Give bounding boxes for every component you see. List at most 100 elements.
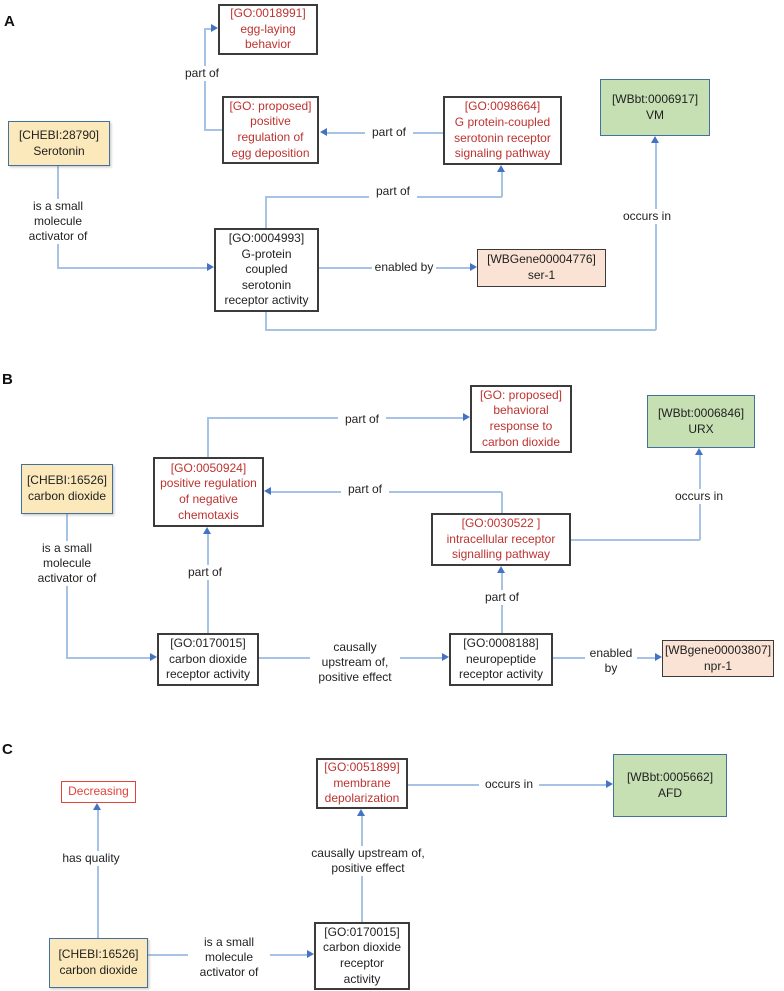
node-id: [GO: proposed] (229, 98, 312, 113)
arrowhead-icon (93, 803, 101, 810)
arrowhead-icon (211, 24, 218, 32)
connector-line (265, 312, 267, 330)
node-id: [GO:0170015] (170, 636, 246, 651)
node-name: G protein-coupled serotonin receptor sig… (454, 114, 551, 161)
node-go-0018991-egg-laying-behavior: [GO:0018991] egg-laying behavior (218, 4, 318, 55)
node-chebi-16526-carbon-dioxide: [CHEBI:16526] carbon dioxide (21, 464, 113, 514)
edge-label-part-of: part of (365, 125, 413, 140)
arrowhead-icon (470, 263, 477, 271)
node-name: Serotonin (33, 143, 85, 158)
node-name: AFD (658, 785, 682, 800)
arrowhead-icon (207, 263, 214, 271)
node-chebi-16526-carbon-dioxide: [CHEBI:16526] carbon dioxide (49, 938, 148, 988)
node-chebi-28790-serotonin: [CHEBI:28790] Serotonin (8, 121, 110, 166)
node-name: behavioral response to carbon dioxide (481, 403, 561, 449)
node-name: npr-1 (703, 658, 732, 673)
node-go-0170015-co2-receptor-activity: [GO:0170015] carbon dioxide receptor act… (157, 633, 259, 686)
edge-label-has-quality: has quality (58, 851, 124, 866)
edge-label-occurs-in: occurs in (617, 209, 677, 224)
node-id: [WBgene00003807] (664, 642, 772, 657)
node-name: positive regulation of negative chemotax… (160, 476, 257, 522)
node-id: [CHEBI:16526] (58, 947, 139, 962)
edge-label-part-of: part of (338, 412, 386, 427)
node-name: ser-1 (527, 268, 556, 282)
arrowhead-icon (307, 950, 314, 958)
arrowhead-icon (606, 780, 613, 788)
node-wbgene-00004776-ser-1: [WBGene00004776] ser-1 (477, 249, 606, 287)
edge-label-part-of: part of (341, 482, 389, 497)
node-go-0051899-membrane-depolarization: [GO:0051899] membrane depolarization (316, 758, 408, 809)
node-id: [GO: proposed] (479, 387, 563, 402)
arrowhead-icon (651, 136, 659, 143)
panel-c-letter: C (2, 741, 13, 758)
node-wbbt-0005662-afd: [WBbt:0005662] AFD (613, 754, 727, 817)
node-id: [GO:0098664] (464, 99, 541, 114)
connector-line (207, 417, 463, 419)
node-go-proposed-pos-reg-egg-deposition: [GO: proposed] positive regulation of eg… (222, 96, 319, 164)
arrowhead-icon (497, 165, 505, 172)
node-id: [GO:0170015] (324, 924, 400, 939)
connector-line (207, 534, 209, 633)
node-name: URX (688, 421, 714, 436)
panel-a-letter: A (4, 13, 15, 30)
arrowhead-icon (264, 487, 271, 495)
edge-label-small-molecule-activator: is a small molecule activator of (17, 199, 99, 244)
node-id: [WBbt:0005662] (626, 769, 714, 784)
connector-line (501, 171, 503, 197)
node-id: [CHEBI:28790] (18, 127, 100, 142)
arrowhead-icon (357, 809, 365, 816)
node-wbgene-00003807-npr-1: [WBgene00003807] npr-1 (662, 640, 774, 677)
node-name: VM (646, 107, 664, 122)
node-name: carbon dioxide (27, 489, 107, 503)
connector-line (207, 418, 209, 457)
node-name: positive regulation of egg deposition (231, 114, 310, 160)
arrowhead-icon (320, 128, 327, 136)
node-id: [GO:0051899] (324, 760, 400, 775)
edge-label-occurs-in: occurs in (479, 777, 539, 792)
edge-label-enabled-by: enabled by (372, 260, 436, 275)
arrowhead-icon (497, 566, 505, 573)
node-name: carbon dioxide receptor activity (322, 940, 402, 986)
edge-label-causally-upstream: causally upstream of, positive effect (305, 846, 431, 876)
connector-line (265, 197, 267, 228)
connector-line (204, 28, 212, 30)
node-id: [WBbt:0006846] (657, 405, 745, 420)
arrowhead-icon (442, 653, 449, 661)
node-id: [GO:0004993] (228, 231, 305, 246)
node-id: [GO:0030522 ] (461, 516, 541, 531)
connector-line (97, 810, 99, 938)
edge-label-part-of: part of (369, 184, 417, 199)
edge-label-part-of: part of (178, 66, 226, 81)
connector-line (501, 492, 503, 513)
connector-line (204, 129, 222, 131)
node-name: Decreasing (68, 784, 129, 799)
node-name: G-protein coupled serotonin receptor act… (224, 246, 309, 308)
arrowhead-icon (150, 653, 157, 661)
node-id: [CHEBI:16526] (26, 473, 108, 488)
node-go-0170015-co2-receptor-activity: [GO:0170015] carbon dioxide receptor act… (314, 922, 410, 990)
connector-line (571, 539, 700, 541)
node-name: intracellular receptor signalling pathwa… (446, 531, 556, 562)
edge-label-causally-upstream: causally upstream of, positive effect (310, 640, 400, 685)
node-go-0008188-neuropeptide-receptor-activity: [GO:0008188] neuropeptide receptor activ… (449, 633, 553, 686)
node-go-0004993-serotonin-receptor-activity: [GO:0004993] G-protein coupled serotonin… (214, 228, 319, 312)
edge-label-part-of: part of (181, 565, 229, 580)
edge-label-small-molecule-activator: is a small molecule activator of (26, 541, 108, 586)
node-id: [WBbt:0006917] (611, 91, 699, 106)
node-wbbt-0006846-urx: [WBbt:0006846] URX (647, 395, 755, 448)
node-go-0030522-intracellular-pathway: [GO:0030522 ] intracellular receptor sig… (431, 513, 571, 566)
node-go-0050924-pos-reg-neg-chemotaxis: [GO:0050924] positive regulation of nega… (153, 457, 264, 527)
node-go-proposed-behavioral-response-co2: [GO: proposed] behavioral response to ca… (470, 385, 572, 453)
edge-label-small-molecule-activator: is a small molecule activator of (188, 935, 270, 980)
connector-line (265, 329, 656, 331)
arrowhead-icon (695, 448, 703, 455)
edge-label-enabled-by: enabled by (585, 646, 637, 676)
node-id: [GO:0018991] (230, 6, 306, 21)
node-name: carbon dioxide receptor activity (165, 651, 251, 682)
arrowhead-icon (463, 413, 470, 421)
node-name: carbon dioxide (59, 963, 138, 977)
edge-label-part-of: part of (478, 590, 526, 605)
node-wbbt-0006917-vm: [WBbt:0006917] VM (600, 79, 710, 136)
